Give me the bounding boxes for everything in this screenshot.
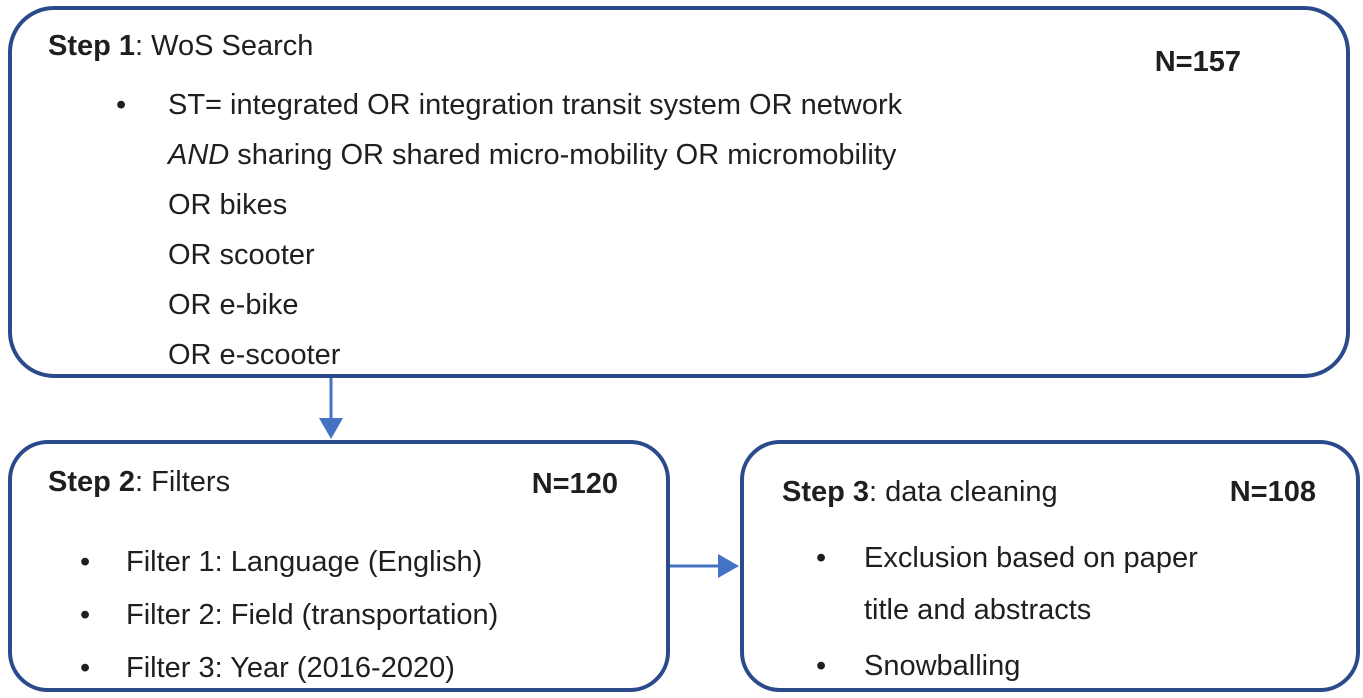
- query-line: OR e-scooter: [168, 339, 341, 371]
- step1-query-text: ST= integrated OR integration transit sy…: [168, 80, 902, 380]
- cleaning-line: title and abstracts: [864, 594, 1092, 626]
- step1-search-terms: ST= integrated OR integration transit sy…: [116, 80, 902, 380]
- step2-box: Step 2: Filters N=120 Filter 1: Language…: [8, 440, 670, 692]
- cleaning-label: Snowballing: [864, 650, 1021, 682]
- step3-box: Step 3: data cleaning N=108 Exclusion ba…: [740, 440, 1360, 692]
- step1-title-label: Step 1: [48, 30, 136, 62]
- query-and-operator: AND: [168, 139, 230, 171]
- step3-title-label: Step 3: [782, 476, 870, 508]
- cleaning-line: Exclusion based on paper: [864, 542, 1198, 574]
- step2-filter-item: Filter 2: Field (transportation): [80, 589, 498, 642]
- bullet-icon: [80, 642, 126, 695]
- cleaning-label: Exclusion based on paper title and abstr…: [864, 532, 1198, 636]
- step3-title-text: : data cleaning: [869, 476, 1058, 508]
- query-line-rest: sharing OR shared micro-mobility OR micr…: [229, 139, 897, 171]
- flow-arrow-right: [670, 554, 739, 578]
- step2-title-text: : Filters: [135, 466, 231, 498]
- step1-title-text: : WoS Search: [135, 30, 314, 62]
- bullet-icon: [80, 536, 126, 589]
- query-line: OR e-bike: [168, 289, 299, 321]
- query-line: OR bikes: [168, 189, 288, 221]
- query-line: AND sharing OR shared micro-mobility OR …: [168, 130, 902, 180]
- step1-box: Step 1: WoS Search N=157 ST= integrated …: [8, 6, 1350, 378]
- step3-title: Step 3: data cleaning: [782, 472, 1058, 512]
- filter-label: Filter 1: Language (English): [126, 546, 483, 578]
- bullet-icon: [116, 80, 168, 130]
- bullet-icon: [816, 640, 864, 692]
- step3-cleaning-item: Exclusion based on paper title and abstr…: [816, 532, 1198, 636]
- step1-title: Step 1: WoS Search: [48, 26, 313, 66]
- step2-filter-item: Filter 1: Language (English): [80, 536, 482, 589]
- step2-count: N=120: [531, 468, 618, 500]
- step1-count: N=157: [1154, 46, 1241, 78]
- query-line: ST= integrated OR integration transit sy…: [168, 89, 903, 121]
- flow-arrow-down: [319, 378, 343, 439]
- filter-label: Filter 3: Year (2016-2020): [126, 652, 455, 684]
- bullet-icon: [80, 589, 126, 642]
- step2-title-label: Step 2: [48, 466, 136, 498]
- step3-cleaning-item: Snowballing: [816, 640, 1020, 692]
- step2-title: Step 2: Filters: [48, 462, 230, 502]
- step2-filter-item: Filter 3: Year (2016-2020): [80, 642, 455, 695]
- query-line: OR scooter: [168, 239, 315, 271]
- step3-count: N=108: [1229, 476, 1316, 508]
- bullet-icon: [816, 532, 864, 584]
- filter-label: Filter 2: Field (transportation): [126, 599, 499, 631]
